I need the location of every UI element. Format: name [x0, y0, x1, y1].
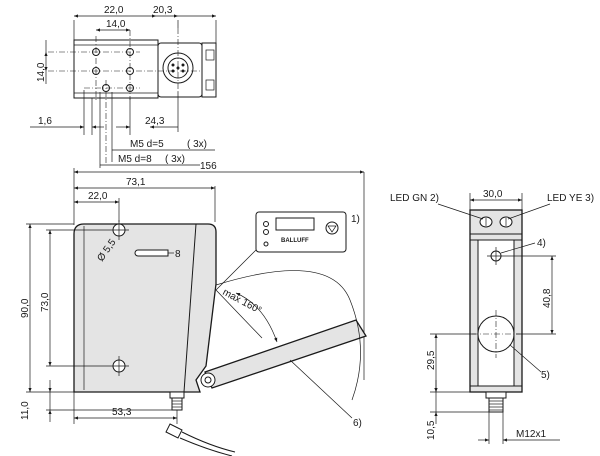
side-bottom-connector [485, 391, 507, 413]
dim-side-30: 30,0 [483, 189, 503, 200]
dim-side-10-5: 10,5 [426, 420, 437, 440]
front-view: 156 73,1 22,0 8 Ø 5,5 [20, 161, 367, 456]
callout-4: 4) [537, 238, 546, 249]
dim-top-22: 22,0 [104, 5, 124, 16]
front-bottom-connector [165, 391, 236, 456]
dim-53-3: 53,3 [112, 407, 132, 418]
dim-22: 22,0 [88, 191, 108, 202]
dim-1-6: 1,6 [38, 116, 52, 127]
dim-73-1: 73,1 [126, 177, 146, 188]
dim-side-40-8: 40,8 [542, 288, 553, 308]
dim-top-14: 14,0 [106, 19, 126, 30]
dim-156: 156 [200, 161, 217, 172]
dim-m5-d5-qty: ( 3x) [187, 139, 207, 150]
dim-m5-d5: M5 d=5 [130, 139, 164, 150]
callout-1: 1) [351, 214, 360, 225]
dim-top-20-3: 20,3 [153, 5, 173, 16]
dim-left-14: 14,0 [36, 62, 47, 82]
top-view: 22,0 20,3 14,0 14,0 1,6 24,3 M5 d=5 ( 3x… [30, 5, 217, 168]
dim-side-29-5: 29,5 [426, 350, 437, 370]
dim-90: 90,0 [20, 298, 31, 318]
front-mounting-holes [109, 220, 129, 376]
callout-led-gn: LED GN 2) [390, 193, 439, 204]
side-view: 30,0 LED GN 2) LED YE 3) 4) 5) [390, 189, 594, 444]
panel-brand: BALLUFF [281, 238, 309, 244]
dim-73: 73,0 [40, 292, 51, 312]
display-panel: BALLUFF 1) [255, 211, 360, 253]
dim-11: 11,0 [20, 401, 31, 420]
pivot-arm [200, 319, 367, 389]
top-mounting-holes [92, 48, 134, 92]
dim-24-3: 24,3 [145, 116, 165, 127]
dim-m5-d8-qty: ( 3x) [165, 154, 185, 165]
callout-led-ye: LED YE 3) [547, 193, 594, 204]
dim-m5-d8: M5 d=8 [118, 154, 152, 165]
callout-5: 5) [541, 370, 550, 381]
side-leds [479, 216, 513, 228]
dim-m12: M12x1 [516, 429, 546, 440]
top-connector [162, 52, 194, 84]
callout-8: 8 [175, 249, 181, 260]
callout-6: 6) [353, 418, 362, 429]
housing-body [73, 223, 217, 393]
